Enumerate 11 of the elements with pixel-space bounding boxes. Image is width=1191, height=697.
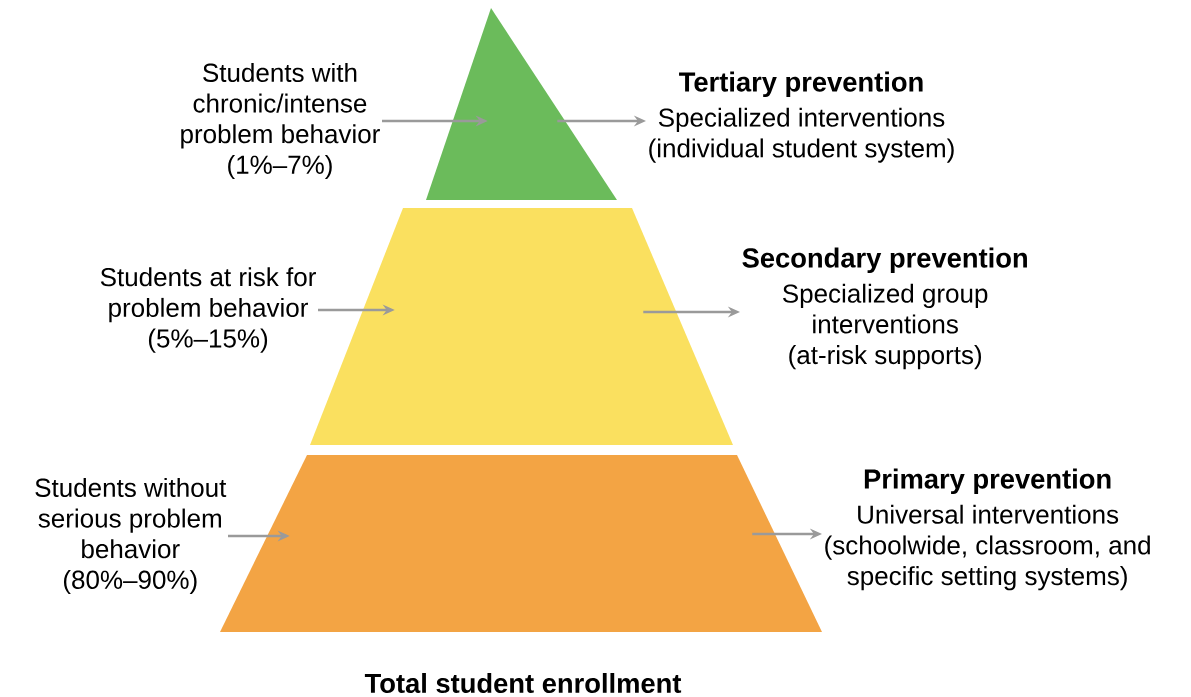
tier-heading: Tertiary prevention <box>679 71 923 98</box>
tier-description: Specialized interventions (individual student system) <box>649 107 954 163</box>
tier-description: Specialized group interventions (at-risk supports) <box>783 283 988 370</box>
group-description: Students at risk for problem behavior (5%–15%) <box>100 267 316 353</box>
group-description: Students without serious problem behavior (80%–90%) <box>35 477 227 595</box>
tier-heading: Secondary prevention <box>742 247 1027 274</box>
tier-heading: Primary prevention <box>864 468 1111 495</box>
pyramid-tier <box>426 8 617 200</box>
tier-description: Universal interventions (schoolwide, classroom, and specific setting systems) <box>825 504 1150 591</box>
group-description: Students with chronic/intense problem behavior (1%–7%) <box>181 62 380 180</box>
caption: Total student enrollment <box>364 673 682 694</box>
